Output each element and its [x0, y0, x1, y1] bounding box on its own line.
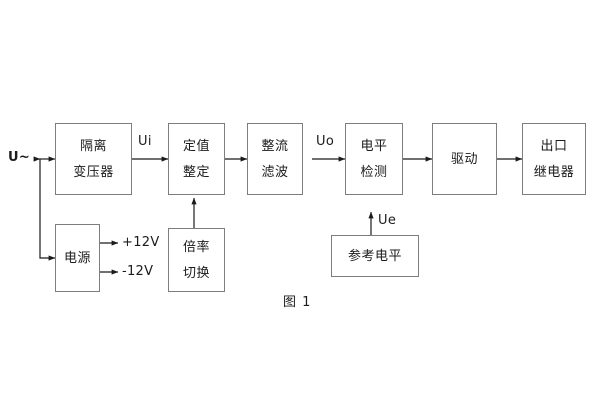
block-reference-level[interactable]: 参考电平 — [331, 235, 419, 277]
block-line: 滤波 — [261, 164, 289, 180]
block-line: 切换 — [182, 265, 210, 281]
block-multiplier-switch[interactable]: 倍率 切换 — [168, 228, 225, 292]
block-level-detect[interactable]: 电平 检测 — [345, 123, 403, 195]
block-line: 隔离 — [79, 138, 107, 154]
block-line: 参考电平 — [347, 248, 402, 264]
block-line: 整定 — [182, 164, 210, 180]
block-line: 整流 — [261, 138, 289, 154]
block-line: 检测 — [360, 164, 388, 180]
label-rail-negative: -12V — [122, 264, 154, 279]
block-line: 倍率 — [182, 239, 210, 255]
block-driver[interactable]: 驱动 — [432, 123, 497, 195]
block-rectify-filter[interactable]: 整流 滤波 — [247, 123, 303, 195]
block-line: 电源 — [63, 250, 91, 266]
label-rail-positive: +12V — [122, 235, 160, 250]
label-uo: Uo — [316, 134, 335, 149]
block-line: 定值 — [182, 138, 210, 154]
block-line: 继电器 — [533, 164, 575, 180]
label-ui: Ui — [138, 134, 152, 149]
block-line: 出口 — [540, 138, 568, 154]
block-line: 驱动 — [450, 151, 478, 167]
block-line: 电平 — [360, 138, 388, 154]
label-input-source: U~ — [8, 150, 31, 165]
block-line: 变压器 — [73, 164, 114, 180]
block-output-relay[interactable]: 出口 继电器 — [522, 123, 586, 195]
block-power-supply[interactable]: 电源 — [55, 224, 100, 292]
label-ue: Ue — [378, 213, 397, 228]
figure-caption: 图 1 — [283, 295, 312, 310]
block-setting-value[interactable]: 定值 整定 — [168, 123, 225, 195]
block-isolation-transformer[interactable]: 隔离 变压器 — [55, 123, 132, 195]
